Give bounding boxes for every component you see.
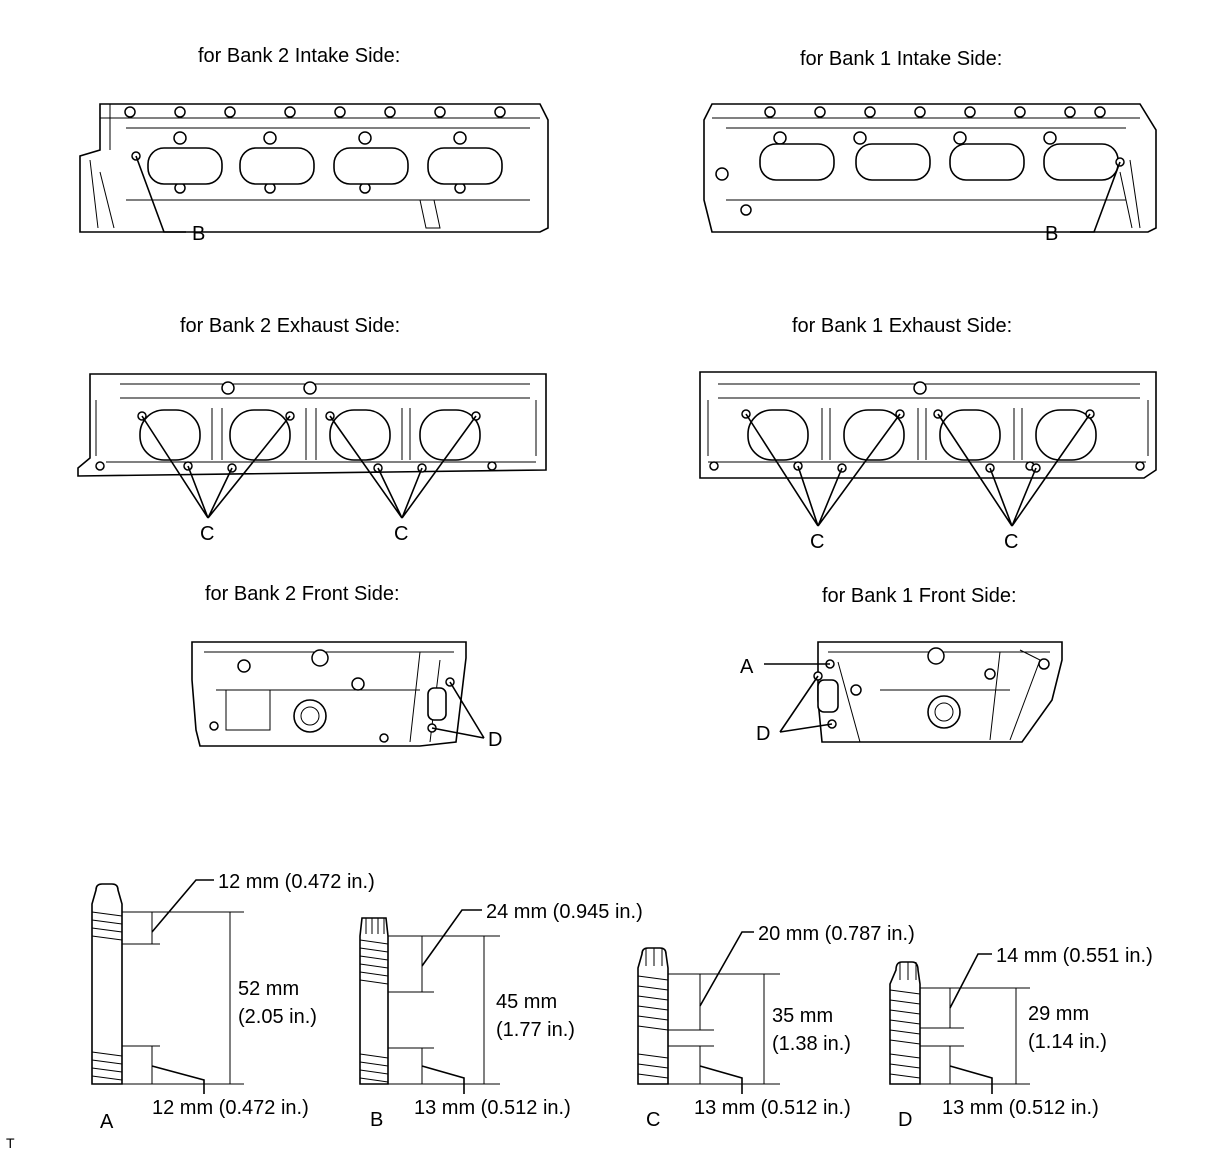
title-bank2-intake: for Bank 2 Intake Side: — [198, 45, 400, 67]
bank1-front-cylinder-head — [817, 641, 1063, 743]
bank2-exhaust-label-c-right: C — [394, 523, 408, 545]
bank1-intake-leader-b — [1070, 161, 1121, 233]
stud-a-bottom-leader — [151, 1065, 205, 1094]
bank1-exhaust-label-c-left: C — [810, 531, 824, 553]
stud-d-total-length-in: (1.14 in.) — [1028, 1031, 1107, 1053]
stud-c-bottom-thread-length: 13 mm (0.512 in.) — [694, 1097, 851, 1119]
bank2-intake-leader-b — [135, 155, 186, 233]
title-bank2-front: for Bank 2 Front Side: — [205, 583, 400, 605]
bank2-intake-ports — [147, 147, 503, 185]
stud-d-bottom-leader — [949, 1065, 993, 1094]
corner-mark: T — [6, 1135, 15, 1151]
bank2-front-label-d: D — [488, 729, 502, 751]
bank2-exhaust-cylinder-head — [77, 373, 547, 477]
title-bank1-front: for Bank 1 Front Side: — [822, 585, 1017, 607]
bank1-intake-bolt-bosses — [715, 106, 1106, 216]
stud-d-bottom-thread-length: 13 mm (0.512 in.) — [942, 1097, 1099, 1119]
stud-d-top-thread-length: 14 mm (0.551 in.) — [996, 945, 1153, 967]
stud-c-label: C — [646, 1109, 660, 1131]
bank2-exhaust-ports — [139, 409, 481, 461]
stud-d-top-leader — [949, 953, 992, 1009]
bank2-exhaust-label-c-left: C — [200, 523, 214, 545]
stud-a-total-length-mm: 52 mm — [238, 978, 299, 1000]
stud-b-top-thread-length: 24 mm (0.945 in.) — [486, 901, 643, 923]
bank1-exhaust-label-c-right: C — [1004, 531, 1018, 553]
bank1-intake-ports — [759, 143, 1119, 181]
stud-c-total-length-mm: 35 mm — [772, 1005, 833, 1027]
title-bank1-intake: for Bank 1 Intake Side: — [800, 48, 1002, 70]
bank1-front-label-a: A — [740, 656, 754, 678]
stud-a-label: A — [100, 1111, 114, 1133]
bank1-exhaust-leaders-right — [937, 413, 1091, 527]
stud-d-label: D — [898, 1109, 912, 1131]
bank2-intake-cylinder-head — [79, 103, 549, 233]
stud-b-top-leader — [421, 909, 482, 967]
stud-c-bottom-leader — [699, 1065, 743, 1094]
bank2-front-cylinder-head — [191, 641, 467, 747]
stud-c-top-leader — [699, 931, 754, 1007]
bank2-intake-label-b: B — [192, 223, 205, 245]
stud-d-total-length-mm: 29 mm — [1028, 1003, 1089, 1025]
stud-c-drawing — [637, 947, 780, 1085]
stud-b-total-length-in: (1.77 in.) — [496, 1019, 575, 1041]
stud-d-drawing — [889, 961, 1030, 1085]
title-bank1-exhaust: for Bank 1 Exhaust Side: — [792, 315, 1012, 337]
stud-b-label: B — [370, 1109, 383, 1131]
bank2-front-leaders-d — [431, 681, 485, 739]
bank1-front-label-d: D — [756, 723, 770, 745]
stud-a-bottom-thread-length: 12 mm (0.472 in.) — [152, 1097, 309, 1119]
stud-b-bottom-thread-length: 13 mm (0.512 in.) — [414, 1097, 571, 1119]
bank1-exhaust-leaders-left — [745, 413, 901, 527]
stud-b-drawing — [359, 917, 500, 1085]
stud-a-drawing — [91, 883, 244, 1085]
bank1-exhaust-ports — [747, 409, 1097, 461]
stud-b-bottom-leader — [421, 1065, 465, 1094]
stud-b-total-length-mm: 45 mm — [496, 991, 557, 1013]
stud-c-top-thread-length: 20 mm (0.787 in.) — [758, 923, 915, 945]
bank2-exhaust-leaders-right — [329, 415, 477, 519]
bank2-intake-bolt-bosses — [124, 106, 506, 194]
stud-a-total-length-in: (2.05 in.) — [238, 1006, 317, 1028]
stud-c-total-length-in: (1.38 in.) — [772, 1033, 851, 1055]
bank2-exhaust-leaders-left — [141, 415, 291, 519]
bank1-front-leaders-d — [779, 675, 833, 733]
stud-a-top-thread-length: 12 mm (0.472 in.) — [218, 871, 375, 893]
title-bank2-exhaust: for Bank 2 Exhaust Side: — [180, 315, 400, 337]
bank1-intake-label-b: B — [1045, 223, 1058, 245]
bank1-exhaust-cylinder-head — [699, 371, 1157, 479]
bank1-intake-cylinder-head — [703, 103, 1157, 233]
stud-a-top-leader — [151, 879, 214, 933]
